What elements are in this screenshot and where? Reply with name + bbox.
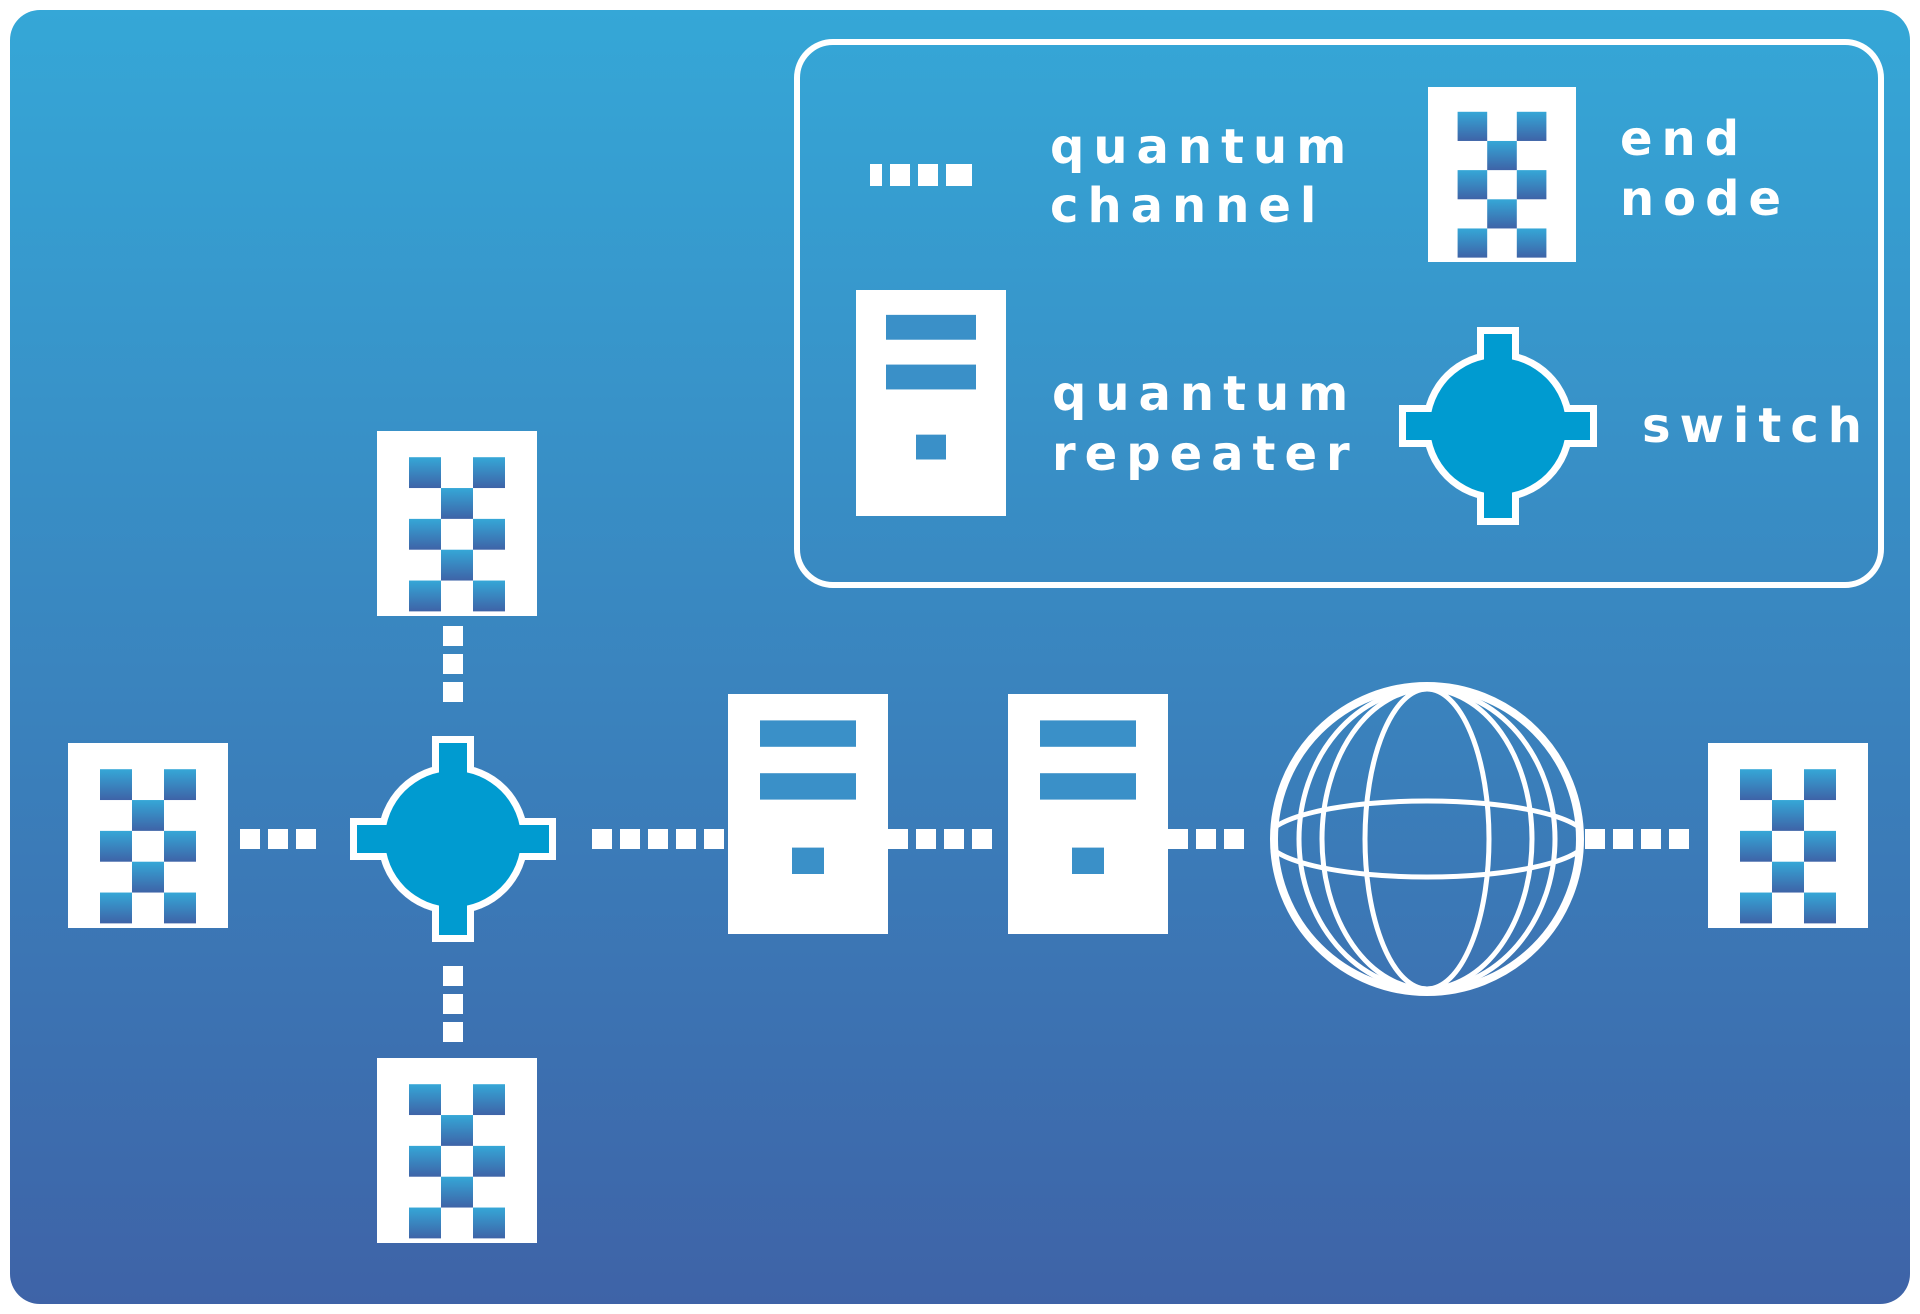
quantum-repeater-2 [1008, 694, 1168, 934]
globe-cloud-node [1270, 682, 1584, 996]
background-panel [10, 10, 1910, 1304]
end-node-right [1708, 743, 1868, 928]
network [68, 431, 1868, 1243]
legend-end-node-icon [1428, 87, 1576, 262]
legend-quantum-repeater-icon [856, 290, 1006, 516]
quantum-channels [240, 626, 1689, 1042]
end-node-top [377, 431, 537, 616]
end-node-left [68, 743, 228, 928]
legend: quantum channel end node quantum repeate… [794, 39, 1884, 588]
legend-frame [794, 39, 1884, 588]
legend-quantum-channel-icon [870, 164, 972, 186]
legend-switch-icon [1399, 327, 1597, 525]
legend-quantum-repeater-label: quantum repeater [1052, 366, 1383, 482]
legend-switch-label: switch [1642, 398, 1871, 454]
switch-node [350, 736, 556, 942]
legend-quantum-channel-label: quantum channel [1050, 119, 1381, 234]
legend-end-node-label: end node [1620, 111, 1790, 227]
end-node-bottom [377, 1058, 537, 1243]
quantum-repeater-1 [728, 694, 888, 934]
